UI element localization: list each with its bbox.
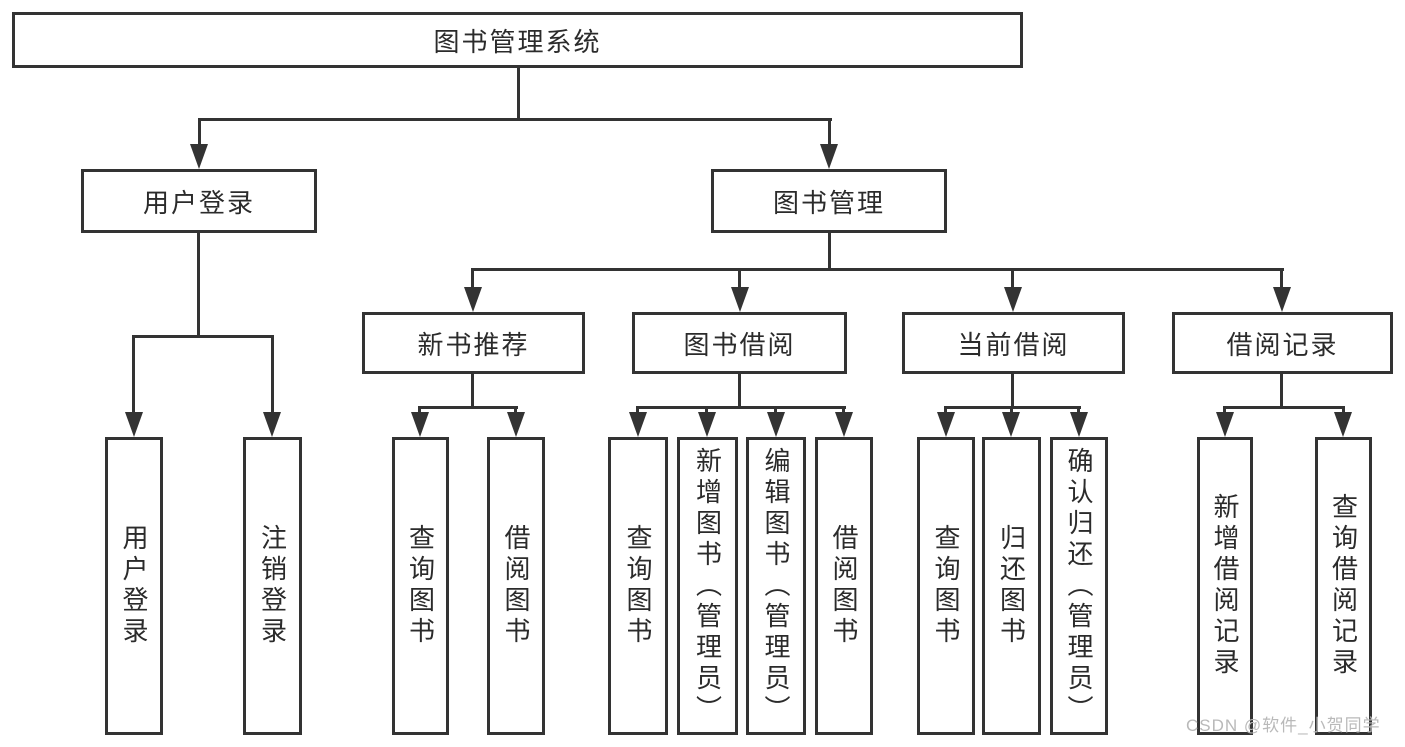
connector-stem xyxy=(1077,406,1080,413)
node-label: 图书管理 xyxy=(772,187,885,218)
node-library-management-system: 图书管理系统 xyxy=(12,12,1023,68)
node-label: 查询借阅记录 xyxy=(1328,493,1359,679)
arrowhead-down-icon xyxy=(125,412,143,437)
connector-root-branch xyxy=(198,118,832,121)
node-label: 图书借阅 xyxy=(683,329,796,360)
connector-record-stub xyxy=(1280,374,1283,406)
watermark: CSDN @软件_小贺同学 xyxy=(1186,716,1381,735)
node-user-login: 用户登录 xyxy=(81,169,317,233)
connector-newbook-branch xyxy=(418,406,518,409)
connector-mgmt-stub xyxy=(828,232,831,268)
arrowhead-down-icon xyxy=(1070,412,1088,437)
node-leaf-query-books-1: 查询图书 xyxy=(392,437,449,735)
arrowhead-down-icon xyxy=(731,287,749,312)
node-leaf-query-books-3: 查询图书 xyxy=(917,437,975,735)
node-label: 查询图书 xyxy=(405,524,436,648)
arrowhead-down-icon xyxy=(767,412,785,437)
node-leaf-user-login: 用户登录 xyxy=(105,437,163,735)
connector-stem-book-borrow xyxy=(738,271,741,288)
arrowhead-down-icon xyxy=(835,412,853,437)
node-leaf-borrow-books-2: 借阅图书 xyxy=(815,437,873,735)
arrowhead-down-icon xyxy=(698,412,716,437)
connector-stem xyxy=(1342,406,1345,413)
arrowhead-down-icon xyxy=(820,144,838,169)
connector-stem xyxy=(705,406,708,413)
node-label: 确认归还（管理员） xyxy=(1064,446,1094,726)
node-leaf-query-books-2: 查询图书 xyxy=(608,437,668,735)
node-label: 用户登录 xyxy=(142,187,255,218)
node-label: 注销登录 xyxy=(257,524,288,648)
node-label: 新增借阅记录 xyxy=(1210,493,1240,679)
connector-stem-login-child1 xyxy=(132,338,135,412)
node-label: 新增图书（管理员） xyxy=(692,446,723,726)
node-new-book-recommend: 新书推荐 xyxy=(362,312,585,374)
node-leaf-return-books: 归还图书 xyxy=(982,437,1041,735)
arrowhead-down-icon xyxy=(1216,412,1234,437)
node-current-borrowing: 当前借阅 xyxy=(902,312,1125,374)
arrowhead-down-icon xyxy=(411,412,429,437)
arrowhead-down-icon xyxy=(464,287,482,312)
node-book-borrowing: 图书借阅 xyxy=(632,312,847,374)
node-leaf-borrow-books-1: 借阅图书 xyxy=(487,437,545,735)
node-label: 图书管理系统 xyxy=(433,26,602,57)
connector-stem-new-book xyxy=(471,271,474,288)
connector-stem xyxy=(636,406,639,413)
connector-mgmt-branch xyxy=(471,268,1284,271)
arrowhead-down-icon xyxy=(190,144,208,169)
connector-current-stub xyxy=(1011,374,1014,406)
connector-borrow-branch xyxy=(636,406,846,409)
node-label: 借阅图书 xyxy=(829,524,859,648)
connector-stem xyxy=(944,406,947,413)
arrowhead-down-icon xyxy=(629,412,647,437)
connector-stem xyxy=(1223,406,1226,413)
node-leaf-logout: 注销登录 xyxy=(243,437,302,735)
node-label: 用户登录 xyxy=(119,524,149,648)
connector-record-branch xyxy=(1223,406,1345,409)
connector-borrow-stub xyxy=(738,374,741,406)
node-leaf-add-borrow-record: 新增借阅记录 xyxy=(1197,437,1253,735)
arrowhead-down-icon xyxy=(937,412,955,437)
node-label: 归还图书 xyxy=(996,524,1027,648)
connector-stem xyxy=(418,406,421,413)
connector-login-branch xyxy=(132,335,274,338)
node-label: 查询图书 xyxy=(623,524,653,648)
arrowhead-down-icon xyxy=(263,412,281,437)
connector-root-stub xyxy=(517,68,520,118)
connector-stem-book-mgmt xyxy=(828,121,831,145)
node-label: 新书推荐 xyxy=(417,329,530,360)
arrowhead-down-icon xyxy=(1273,287,1291,312)
node-label: 借阅图书 xyxy=(501,524,531,648)
node-label: 当前借阅 xyxy=(957,329,1070,360)
connector-login-stub xyxy=(197,233,200,335)
node-leaf-add-books-admin: 新增图书（管理员） xyxy=(677,437,738,735)
arrowhead-down-icon xyxy=(1004,287,1022,312)
connector-newbook-stub xyxy=(471,374,474,406)
node-book-management: 图书管理 xyxy=(711,169,947,233)
connector-stem-current-borrow xyxy=(1011,271,1014,288)
connector-stem-user-login xyxy=(198,121,201,145)
connector-stem xyxy=(774,406,777,413)
node-label: 借阅记录 xyxy=(1226,329,1339,360)
arrowhead-down-icon xyxy=(507,412,525,437)
arrowhead-down-icon xyxy=(1002,412,1020,437)
connector-stem xyxy=(514,406,517,413)
arrowhead-down-icon xyxy=(1334,412,1352,437)
connector-stem-login-child2 xyxy=(271,338,274,412)
node-borrowing-records: 借阅记录 xyxy=(1172,312,1393,374)
node-label: 编辑图书（管理员） xyxy=(761,446,791,726)
node-leaf-query-borrow-record: 查询借阅记录 xyxy=(1315,437,1372,735)
connector-stem xyxy=(1010,406,1013,413)
node-leaf-edit-books-admin: 编辑图书（管理员） xyxy=(746,437,806,735)
connector-stem-borrow-record xyxy=(1280,271,1283,288)
connector-stem xyxy=(842,406,845,413)
node-label: 查询图书 xyxy=(931,524,961,648)
node-leaf-confirm-return-admin: 确认归还（管理员） xyxy=(1050,437,1108,735)
